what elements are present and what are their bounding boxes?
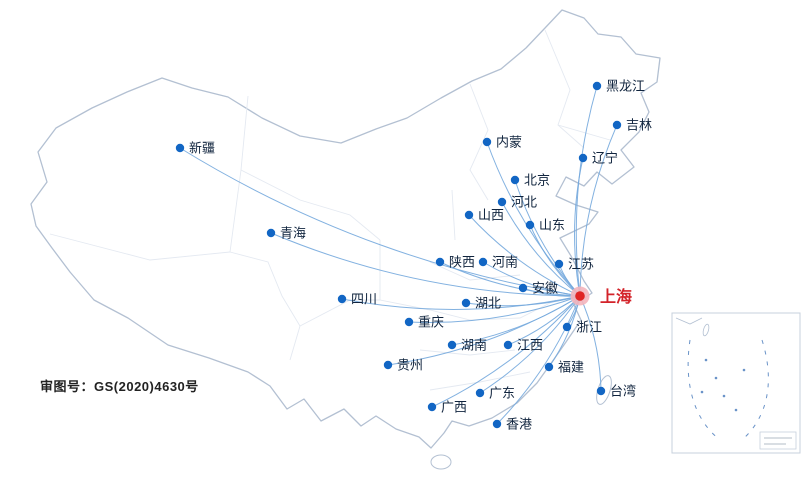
province-dot-内蒙[interactable]: [482, 137, 492, 147]
flight-line-广西: [431, 295, 581, 408]
province-label-黑龙江: 黑龙江: [606, 79, 645, 94]
province-border: [379, 240, 557, 321]
province-label-四川: 四川: [351, 292, 377, 307]
inset-island-dot: [722, 394, 726, 398]
province-label-安徽: 安徽: [532, 281, 558, 296]
province-border: [49, 233, 231, 261]
province-label-香港: 香港: [506, 417, 532, 432]
province-label-浙江: 浙江: [576, 320, 602, 335]
province-label-辽宁: 辽宁: [592, 151, 618, 166]
province-label-内蒙: 内蒙: [496, 135, 522, 150]
sea-inset-box: [671, 312, 801, 454]
province-border: [429, 371, 531, 391]
province-label-台湾: 台湾: [610, 384, 636, 399]
province-border: [557, 124, 611, 141]
china-outline: [30, 9, 661, 449]
province-border: [429, 261, 521, 281]
flight-line-山西: [468, 214, 581, 297]
province-label-山东: 山东: [539, 218, 565, 233]
inset-taiwan: [702, 323, 710, 337]
province-dot-安徽[interactable]: [518, 283, 528, 293]
province-dot-江西[interactable]: [503, 340, 513, 350]
inset-dash-line-east: [741, 339, 769, 441]
flight-line-香港: [496, 295, 581, 425]
inset-island-dot: [734, 408, 738, 412]
flight-line-吉林: [579, 124, 618, 297]
inset-dash-line-west: [687, 339, 721, 441]
province-label-青海: 青海: [280, 226, 306, 241]
province-label-北京: 北京: [524, 173, 550, 188]
province-border: [469, 83, 489, 201]
hainan-island: [430, 454, 452, 470]
province-dot-山西[interactable]: [464, 210, 474, 220]
province-dot-湖南[interactable]: [447, 340, 457, 350]
inset-island-dot: [700, 390, 704, 394]
flight-line-台湾: [579, 295, 602, 392]
flight-line-青海: [270, 232, 581, 297]
province-dot-重庆[interactable]: [404, 317, 414, 327]
province-dot-新疆[interactable]: [175, 143, 185, 153]
province-dot-台湾[interactable]: [596, 386, 606, 396]
province-label-福建: 福建: [558, 360, 584, 375]
province-label-山西: 山西: [478, 208, 504, 223]
flight-line-广东: [479, 295, 581, 394]
province-border: [419, 349, 516, 356]
province-label-湖北: 湖北: [475, 296, 501, 311]
province-border: [229, 251, 301, 361]
flight-line-贵州: [387, 295, 581, 366]
map-approval-number: 审图号：GS(2020)4630号: [40, 379, 199, 394]
flight-line-四川: [341, 295, 581, 310]
province-label-江苏: 江苏: [568, 257, 594, 272]
province-dot-四川[interactable]: [337, 294, 347, 304]
province-dot-青海[interactable]: [266, 228, 276, 238]
inset-scale-marks: [764, 437, 792, 445]
inset-coast: [675, 317, 703, 325]
province-dot-广东[interactable]: [475, 388, 485, 398]
province-border: [544, 29, 585, 149]
province-label-河北: 河北: [511, 195, 537, 210]
flight-line-黑龙江: [575, 85, 598, 297]
flight-line-河南: [482, 261, 581, 297]
province-dot-山东[interactable]: [525, 220, 535, 230]
flight-line-重庆: [408, 295, 581, 323]
province-dot-香港[interactable]: [492, 419, 502, 429]
province-dot-黑龙江[interactable]: [592, 81, 602, 91]
province-dot-辽宁[interactable]: [578, 153, 588, 163]
province-label-江西: 江西: [517, 338, 543, 353]
province-dot-江苏[interactable]: [554, 259, 564, 269]
province-label-广西: 广西: [441, 400, 467, 415]
province-dot-浙江[interactable]: [562, 322, 572, 332]
province-dot-河南[interactable]: [478, 257, 488, 267]
hub-label: 上海: [600, 287, 632, 306]
province-border: [240, 169, 381, 241]
inset-island-dot: [742, 368, 746, 372]
province-label-陕西: 陕西: [449, 255, 475, 270]
flight-line-辽宁: [574, 157, 584, 297]
province-dot-北京[interactable]: [510, 175, 520, 185]
flight-line-陕西: [439, 261, 581, 297]
province-dot-湖北[interactable]: [461, 298, 471, 308]
province-dot-贵州[interactable]: [383, 360, 393, 370]
hub-dot[interactable]: [575, 291, 585, 301]
flight-line-内蒙: [486, 141, 581, 297]
flight-line-河北: [501, 201, 581, 297]
province-border: [451, 189, 456, 241]
province-label-湖南: 湖南: [461, 338, 487, 353]
province-dot-河北[interactable]: [497, 197, 507, 207]
province-label-贵州: 贵州: [397, 358, 423, 373]
inset-scale-box: [759, 431, 797, 450]
province-label-河南: 河南: [492, 255, 518, 270]
inset-island-dot: [704, 358, 708, 362]
province-dot-吉林[interactable]: [612, 120, 622, 130]
province-label-广东: 广东: [489, 386, 515, 401]
flight-line-湖北: [465, 295, 581, 307]
province-label-重庆: 重庆: [418, 315, 444, 330]
province-label-新疆: 新疆: [189, 141, 215, 156]
province-dot-福建[interactable]: [544, 362, 554, 372]
province-label-吉林: 吉林: [626, 118, 652, 133]
province-dot-陕西[interactable]: [435, 257, 445, 267]
inset-island-dot: [714, 376, 718, 380]
province-dot-广西[interactable]: [427, 402, 437, 412]
